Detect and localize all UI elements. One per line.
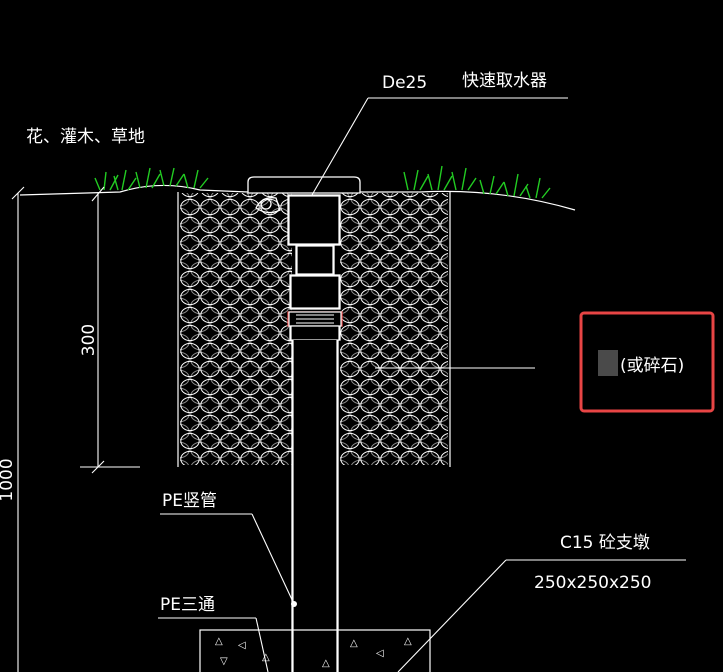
pe-riser-leader [160, 513, 295, 605]
hydrant-cap [247, 176, 361, 214]
svg-text:△: △ [350, 638, 358, 649]
svg-text:▽: ▽ [220, 656, 228, 667]
gravel-fill-right [340, 193, 448, 465]
concrete-hatch: △ ◁ △ △ ◁ △ ▽ △ [215, 636, 412, 669]
pe-tee-label: PE三通 [160, 595, 215, 615]
concrete-block [199, 629, 431, 672]
dim-1000-label: 1000 [0, 458, 17, 501]
svg-text:△: △ [404, 636, 412, 647]
riser-coupling-b [290, 325, 340, 341]
svg-text:△: △ [215, 636, 223, 647]
riser-neck [296, 245, 334, 275]
riser-fitting [290, 275, 340, 309]
hydrant-label: 快速取水器 [462, 71, 547, 91]
ground-line [19, 184, 576, 211]
de25-label: De25 [382, 73, 427, 93]
dimension-300 [80, 186, 140, 474]
concrete-size-label: 250x250x250 [534, 573, 651, 593]
obscured-glyph [598, 350, 618, 376]
grass-tufts [94, 165, 551, 199]
riser-pipe [292, 340, 338, 672]
dim-300-label: 300 [79, 324, 99, 356]
svg-text:◁: ◁ [376, 648, 384, 659]
pe-tee-leader [158, 617, 269, 672]
pe-riser-label: PE竖管 [162, 491, 217, 511]
concrete-leader [397, 559, 686, 672]
concrete-label: C15 砼支墩 [560, 533, 650, 553]
riser-coupling-thread [296, 314, 334, 324]
de25-leader [311, 97, 568, 196]
svg-text:◁: ◁ [238, 640, 246, 651]
gravel-fill-left [180, 193, 292, 465]
svg-text:△: △ [262, 652, 270, 663]
riser-body [288, 195, 340, 245]
dimension-1000 [11, 186, 25, 672]
planting-label: 花、灌木、草地 [26, 127, 145, 147]
pit-outline [177, 192, 451, 467]
gravel-label: (或碎石) [620, 356, 684, 376]
highlight-box [579, 311, 715, 413]
svg-text:△: △ [322, 658, 330, 669]
riser-pipe-mask [293, 340, 337, 672]
pe-riser-point [291, 601, 297, 607]
